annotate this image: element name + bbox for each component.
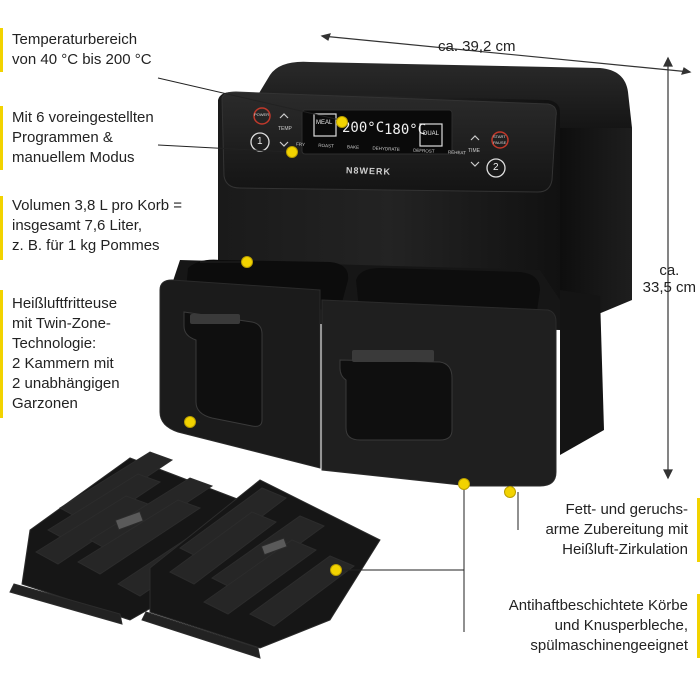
accent-bar-twin-zone: [0, 290, 3, 418]
right-side-lower: [560, 290, 604, 455]
start-button: [491, 131, 509, 149]
width-dimension-arrow: [320, 33, 692, 75]
dual-label: DUAL: [423, 131, 440, 137]
marker-dot-programs: [286, 146, 298, 158]
accent-bar-temperature: [0, 28, 3, 72]
callout-temperature: Temperaturbereich von 40 °C bis 200 °C: [12, 31, 152, 68]
accent-bar-non-stick: [697, 594, 700, 658]
zone1-button: [250, 132, 270, 152]
height-dimension-arrow: [663, 56, 673, 480]
display-temp-left: 200°C: [342, 120, 385, 136]
time-label: TIME: [468, 148, 480, 154]
temp-label: TEMP: [278, 126, 292, 132]
program-bake: BAKE: [347, 144, 360, 150]
marker-dot-volume: [241, 256, 253, 268]
right-handle: [339, 359, 453, 441]
marker-dot-display: [336, 116, 348, 128]
crisper-plate-right: [141, 479, 381, 659]
meal-label: MEAL: [316, 120, 333, 126]
marker-dot-plate: [330, 564, 342, 576]
brand-logo: N8WERK: [345, 165, 392, 177]
start-label-1: START: [493, 134, 506, 139]
program-defrost: DEFROST: [413, 147, 435, 154]
callout-low-fat: Fett- und geruchs- arme Zubereitung mit …: [545, 501, 688, 558]
start-label-2: PAUSE: [493, 140, 507, 145]
marker-dot-body: [458, 478, 470, 490]
zone2-button: [486, 158, 506, 178]
zone1-label: 1: [257, 136, 263, 147]
callout-volume: Volumen 3,8 L pro Korb = insgesamt 7,6 L…: [12, 197, 182, 254]
callout-twin-zone: Heißluftfritteuse mit Twin-Zone- Technol…: [12, 295, 120, 412]
program-fry: FRY: [295, 141, 306, 148]
temp-down-arrow: [279, 141, 289, 147]
width-dimension-label: ca. 39,2 cm: [438, 38, 516, 55]
time-down-arrow: [470, 161, 480, 167]
marker-dot-body-right: [504, 486, 516, 498]
leader-lines: [157, 77, 519, 632]
left-handle: [183, 311, 263, 427]
display-temp-right: 180°C: [384, 122, 427, 138]
time-up-arrow: [470, 135, 480, 141]
accent-bar-low-fat: [697, 498, 700, 562]
right-handle-button: [352, 350, 434, 362]
dual-button: [419, 123, 443, 147]
callout-programs: Mit 6 voreingestellten Programmen & manu…: [12, 109, 154, 166]
accent-bar-programs: [0, 106, 3, 170]
program-roast: ROAST: [318, 142, 334, 149]
callout-non-stick: Antihaftbeschichtete Körbe und Knusperbl…: [508, 597, 688, 654]
power-button: [253, 107, 271, 125]
temp-up-arrow: [279, 113, 289, 119]
marker-dot-twin-zone: [184, 416, 196, 428]
zone2-label: 2: [493, 162, 499, 173]
power-label: POWER: [254, 112, 270, 117]
right-side: [560, 128, 632, 330]
left-handle-button: [190, 314, 240, 324]
accent-bar-volume: [0, 196, 3, 260]
program-reheat: REHEAT: [447, 149, 466, 156]
height-dimension-label: ca. 33,5 cm: [642, 262, 696, 296]
